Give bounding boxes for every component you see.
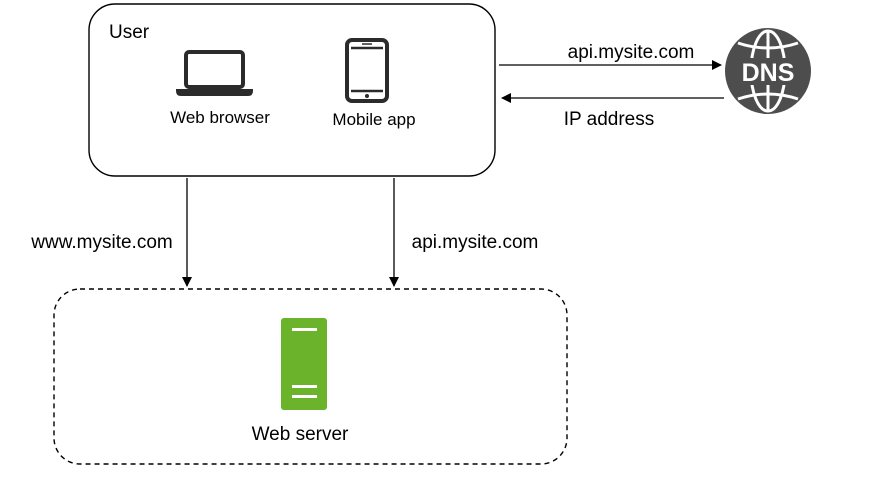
user-box-title: User bbox=[109, 22, 150, 43]
dns-response-label: IP address bbox=[564, 109, 654, 130]
web-browser-label: Web browser bbox=[170, 108, 270, 127]
user-box: User Web browser Mobile app bbox=[88, 3, 496, 177]
web-server-box: Web server bbox=[53, 288, 568, 465]
user-box-border bbox=[88, 3, 496, 177]
dns-request-label: api.mysite.com bbox=[568, 42, 695, 63]
web-server-label: Web server bbox=[252, 424, 349, 445]
dns-label: DNS bbox=[742, 59, 795, 87]
server-icon bbox=[281, 318, 327, 410]
laptop-icon bbox=[176, 50, 253, 96]
mobile-app-label: Mobile app bbox=[332, 110, 415, 129]
mobile-phone-icon bbox=[345, 38, 389, 103]
dns-globe-icon: DNS bbox=[725, 28, 811, 114]
browser-to-server-label: www.mysite.com bbox=[30, 232, 172, 253]
app-to-server-label: api.mysite.com bbox=[412, 232, 539, 253]
